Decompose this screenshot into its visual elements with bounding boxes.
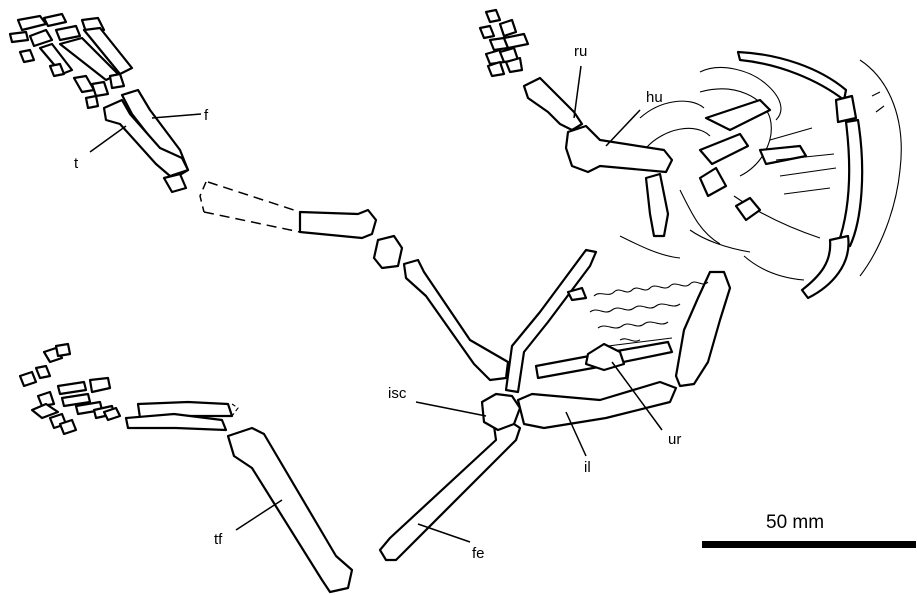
label-il: il bbox=[584, 459, 591, 476]
label-f: f bbox=[204, 107, 209, 124]
upper-left-foot-digits bbox=[10, 14, 132, 108]
radioulna-bone bbox=[524, 78, 582, 130]
tibia-tip bbox=[164, 174, 186, 192]
ilium-bone bbox=[518, 382, 676, 428]
label-fe: fe bbox=[472, 545, 485, 562]
knee-bone-a bbox=[374, 236, 402, 268]
label-ur: ur bbox=[668, 431, 681, 448]
label-ru: ru bbox=[574, 43, 587, 60]
tf-leader-line bbox=[236, 500, 282, 530]
label-hu: hu bbox=[646, 89, 663, 106]
label-tf: tf bbox=[214, 531, 223, 548]
femur-bone bbox=[380, 420, 520, 560]
isc-leader-line bbox=[416, 402, 486, 416]
hand-digits bbox=[480, 10, 528, 76]
label-isc: isc bbox=[388, 385, 407, 402]
ru-leader-line bbox=[574, 66, 581, 118]
lower-left-foot-digits bbox=[20, 344, 120, 434]
vertebral-column bbox=[676, 272, 730, 386]
f-leader-line bbox=[152, 114, 201, 118]
fe-leader-line bbox=[418, 524, 470, 542]
ischium-bone bbox=[482, 394, 520, 430]
scale-bar bbox=[702, 541, 916, 548]
label-t: t bbox=[74, 155, 79, 172]
t-leader-line bbox=[90, 126, 126, 152]
knee-bone-b bbox=[404, 260, 508, 380]
tibiofibula-bone bbox=[228, 428, 352, 592]
scale-bar-label: 50 mm bbox=[766, 512, 824, 533]
hu-leader-line bbox=[606, 110, 640, 146]
reconstructed-femur bbox=[200, 182, 376, 238]
urostyle-head bbox=[586, 344, 624, 370]
